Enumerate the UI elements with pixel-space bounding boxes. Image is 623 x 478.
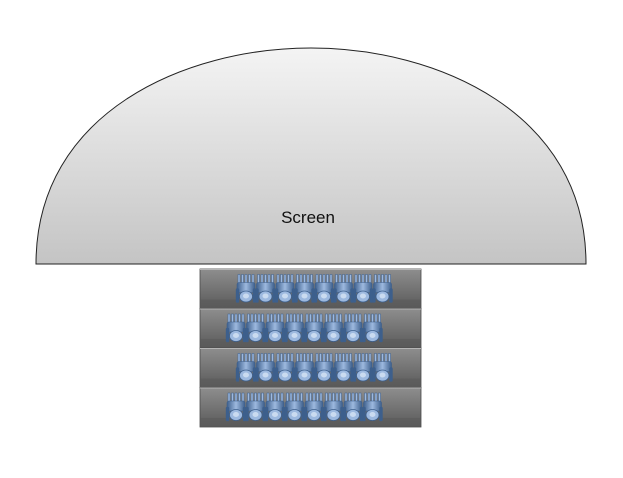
seat-icon — [255, 274, 276, 303]
seat-icon — [342, 313, 364, 343]
seat-icon — [274, 353, 296, 382]
seat-icon — [264, 392, 286, 422]
seat-icon — [303, 313, 325, 343]
seat-icon — [294, 353, 315, 382]
seat-icon — [284, 313, 305, 343]
seat-icon — [333, 274, 354, 303]
seat-icon — [225, 313, 247, 343]
seat-icon — [294, 274, 315, 303]
seating-row — [199, 347, 422, 388]
projection-screen — [35, 47, 587, 265]
seat-icon — [372, 274, 393, 303]
seating-row — [199, 387, 422, 428]
seat-icon — [362, 313, 383, 343]
seat-icon — [323, 313, 344, 343]
seat-icon — [225, 392, 247, 422]
seat-icon — [264, 313, 286, 343]
seat-icon — [274, 274, 296, 303]
seating-row — [199, 308, 422, 349]
seat-icon — [245, 392, 266, 422]
seating-row — [199, 268, 422, 309]
seat-icon — [313, 353, 335, 382]
seat-icon — [313, 274, 335, 303]
seat-icon — [235, 274, 257, 303]
seat-icon — [284, 392, 305, 422]
seat-icon — [372, 353, 393, 382]
seat-icon — [255, 353, 276, 382]
seat-icon — [352, 274, 374, 303]
seat-icon — [235, 353, 257, 382]
seat-icon — [323, 392, 344, 422]
seat-icon — [342, 392, 364, 422]
seat-icon — [362, 392, 383, 422]
seat-icon — [245, 313, 266, 343]
seat-icon — [303, 392, 325, 422]
seat-icon — [352, 353, 374, 382]
screen-label: Screen — [281, 208, 335, 227]
seat-icon — [333, 353, 354, 382]
seating-block — [199, 268, 422, 428]
